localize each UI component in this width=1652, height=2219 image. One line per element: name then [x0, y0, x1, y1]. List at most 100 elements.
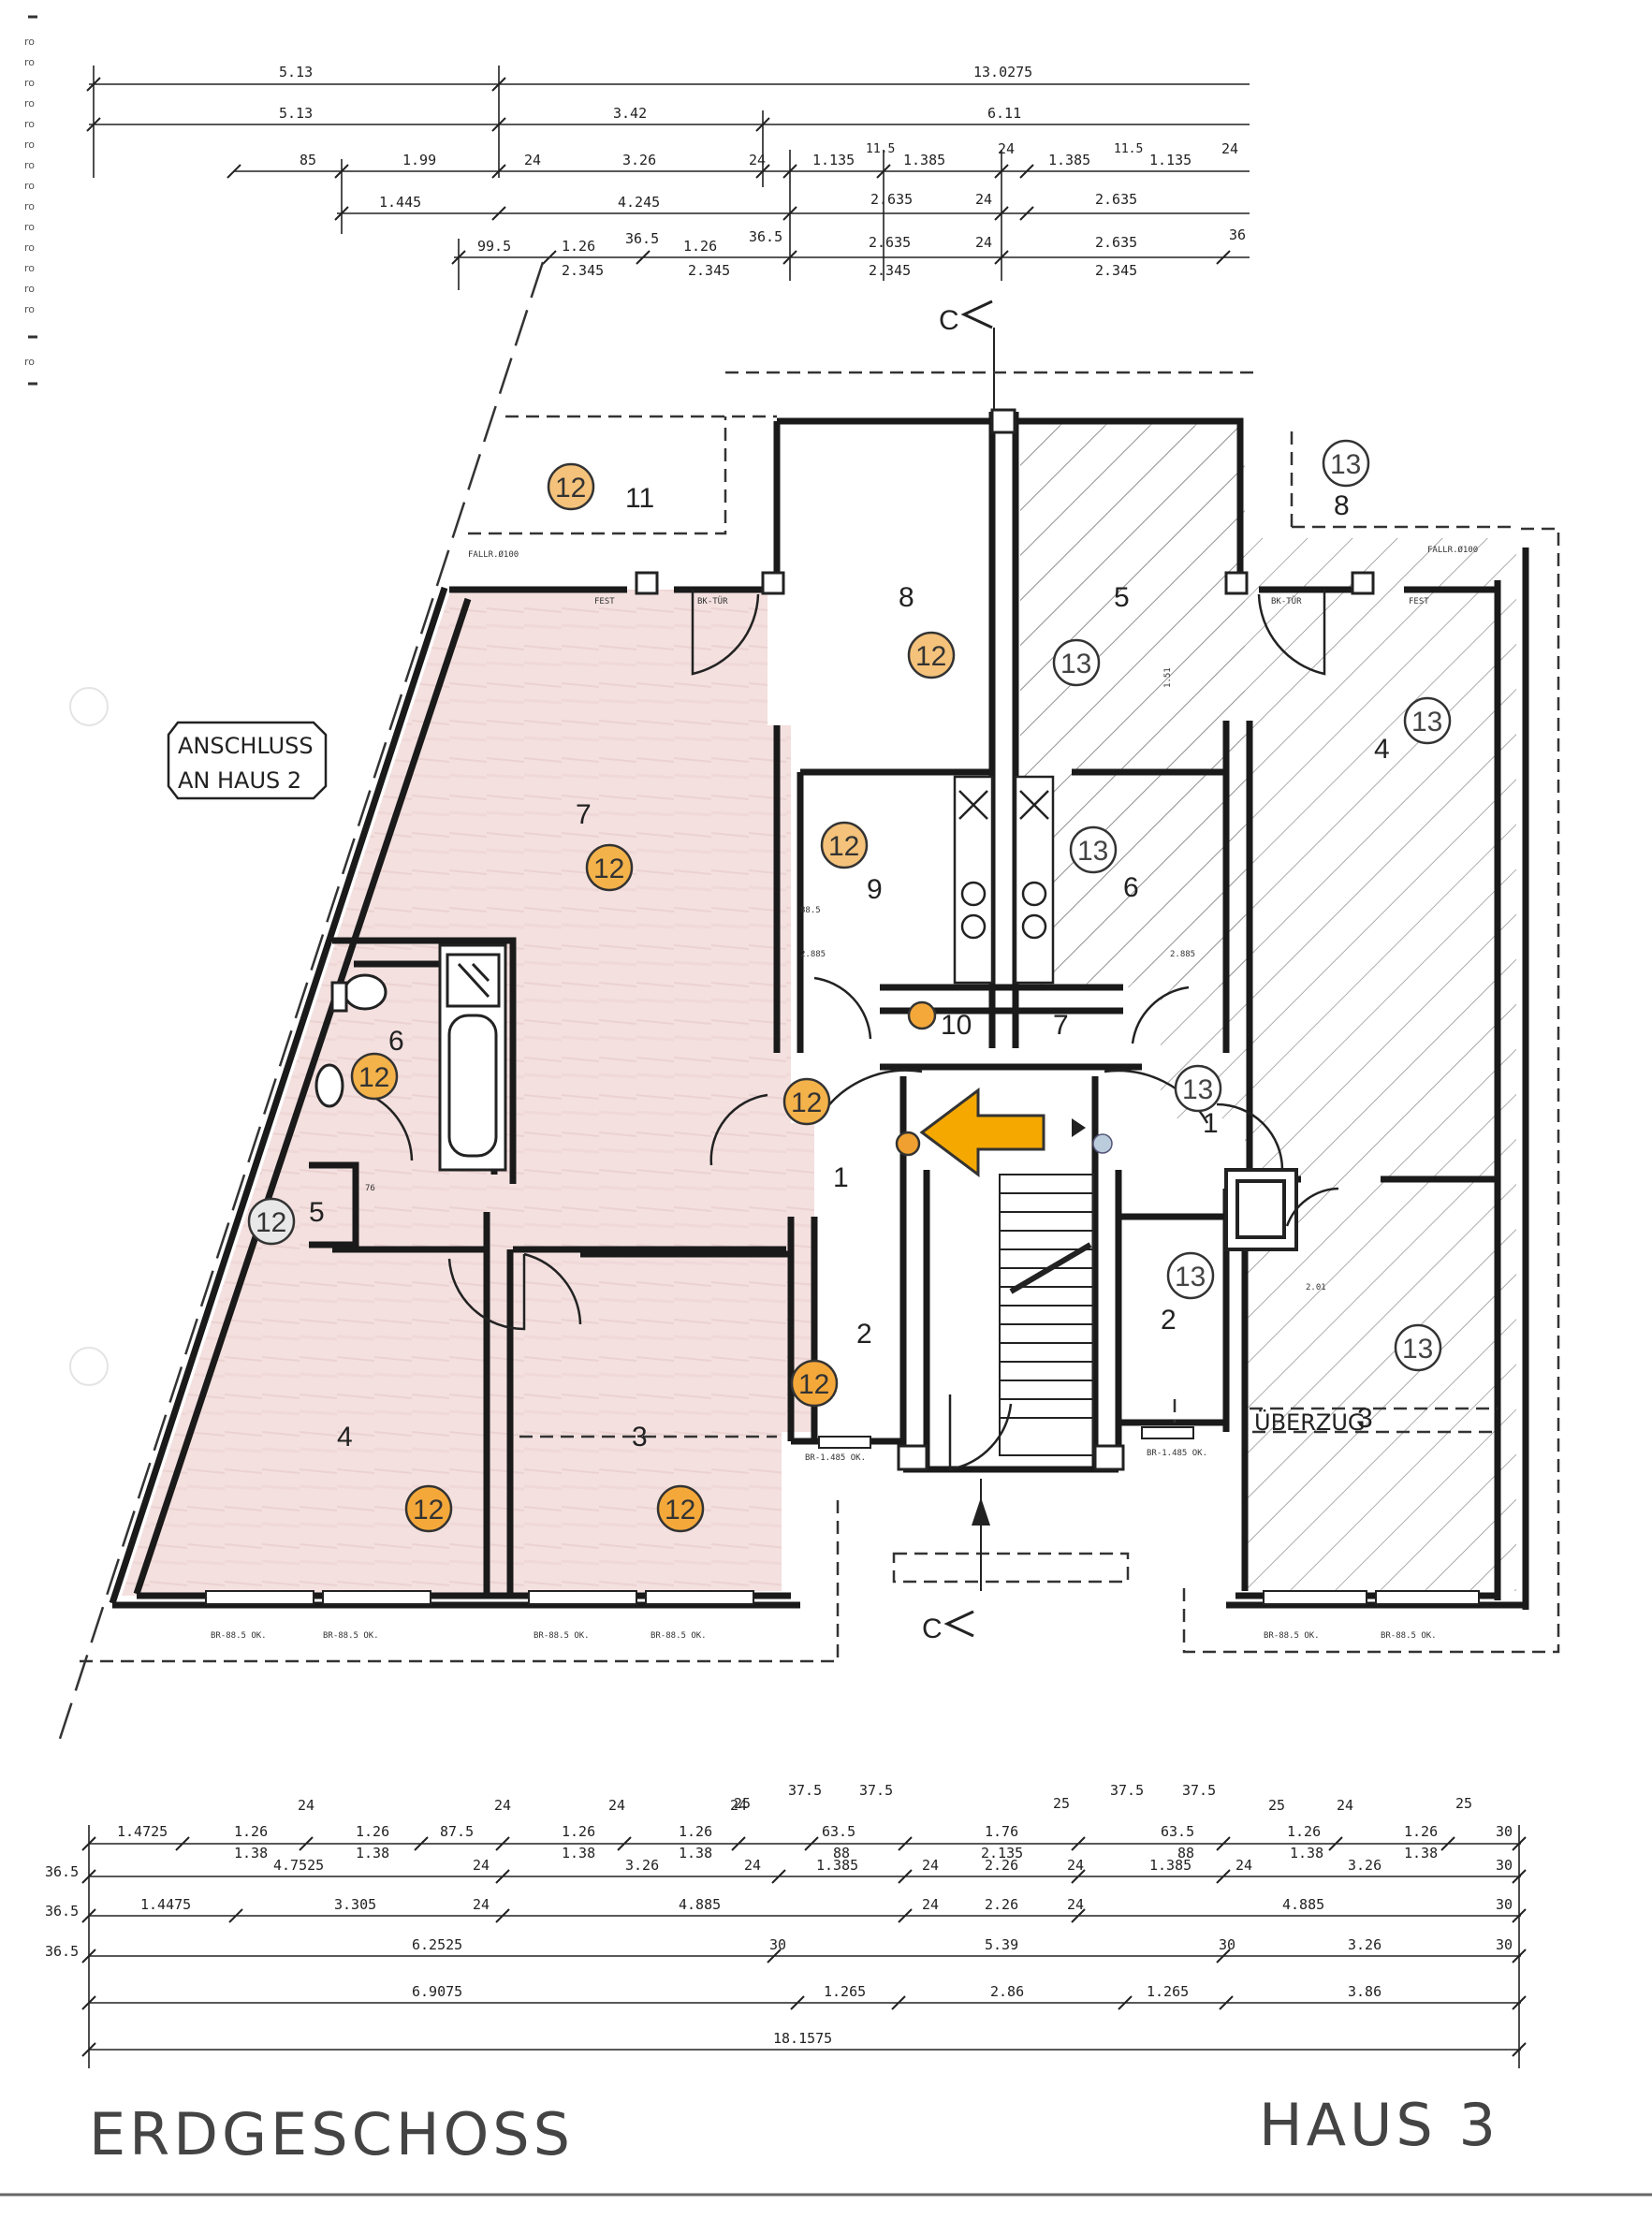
dim-text: 24: [922, 1896, 939, 1913]
dim-text: 24: [975, 191, 992, 208]
svg-text:ro: ro: [24, 241, 35, 254]
room-number: 9: [867, 874, 883, 905]
dim-text: 11.5: [1114, 142, 1143, 156]
dim-text: 37.5: [788, 1782, 822, 1799]
dim-text: 3.26: [1348, 1936, 1382, 1953]
dim-text: 24: [1235, 1857, 1252, 1874]
windows: [205, 1426, 1480, 1605]
dim-text: 63.5: [822, 1823, 855, 1840]
bottom-dimension-ticks: [81, 1836, 1527, 2057]
play-triangle-icon: [1072, 1118, 1086, 1137]
balkon-door-label: BK-TÜR: [697, 596, 728, 606]
top-dimension-texts: 5.13 13.0275 5.13 3.42 6.11 85 1.99 24 3…: [279, 64, 1246, 279]
unit-number: 12: [256, 1207, 286, 1238]
dim-text: 3.305: [334, 1896, 376, 1913]
annex-label-line1: ANSCHLUSS: [178, 733, 314, 759]
dim-text: 1.26: [234, 1823, 268, 1840]
dim-text: 13.0275: [973, 64, 1032, 80]
dim-text: 99.5: [477, 238, 511, 255]
door-size-label: 76: [365, 1184, 375, 1193]
dim-text: 1.26: [1404, 1823, 1438, 1840]
dim-text: 1.4725: [117, 1823, 168, 1840]
bottom-dimension-texts: 1.4725 24 1.26 1.26 87.5 24 24 1.26 24 1…: [45, 1782, 1513, 2047]
svg-text:ro: ro: [24, 56, 35, 68]
unit-number: 13: [1077, 836, 1108, 867]
dim-text: 5.13: [279, 105, 313, 122]
dim-text: 6.11: [987, 105, 1021, 122]
entry-arrow-icon: [972, 1497, 990, 1526]
dim-text: 24: [494, 1797, 511, 1814]
dim-text: 1.385: [1149, 1857, 1191, 1874]
dim-text: 3.26: [625, 1857, 659, 1874]
dim-text: 24: [1337, 1797, 1353, 1814]
door-swings: [369, 590, 1339, 1471]
unit-number: 13: [1402, 1334, 1433, 1365]
unit-13-hatch-top: [1020, 426, 1245, 987]
unit-13-marker-text: 13 13 13 13 13 13 13: [1060, 449, 1442, 1365]
section-arrow-bottom: [943, 1610, 974, 1638]
margin-marks: [28, 15, 37, 386]
window-label: BR-88.5 OK.: [211, 1631, 267, 1641]
dim-text: 1.26: [1287, 1823, 1321, 1840]
dim-text: 1.38: [562, 1845, 595, 1861]
unit-number: 12: [798, 1369, 829, 1400]
pillars: [635, 408, 1375, 1471]
svg-text:ro: ro: [24, 283, 35, 295]
dim-text: 2.345: [1095, 262, 1137, 279]
dim-text: 2.86: [990, 1983, 1024, 2000]
dim-text: 30: [1219, 1936, 1235, 1953]
door-size-label: 2.885: [1170, 950, 1195, 959]
svg-text:ro: ro: [24, 200, 35, 212]
dim-text: 36.5: [749, 228, 782, 245]
shaft-box: [1224, 1168, 1298, 1251]
dim-text: 1.26: [679, 1823, 712, 1840]
unit-number: 13: [1182, 1074, 1213, 1105]
dim-text: 1.38: [356, 1845, 389, 1861]
dim-text: 30: [1496, 1896, 1513, 1913]
svg-text:ro: ro: [24, 356, 35, 368]
dim-text: 2.635: [869, 234, 911, 251]
dim-text: 1.445: [379, 194, 421, 211]
dim-text: 30: [1496, 1936, 1513, 1953]
unit-number: 12: [828, 831, 859, 862]
dim-text: 2.635: [870, 191, 913, 208]
fallrohr-label: FALLR.Ø100: [1427, 545, 1478, 555]
unit-number: 12: [555, 473, 586, 504]
room-number: 5: [1114, 582, 1130, 613]
dim-text: 2.345: [869, 262, 911, 279]
unit-number: 12: [665, 1495, 695, 1526]
dim-text: 87.5: [440, 1823, 474, 1840]
dim-text: 24: [608, 1797, 625, 1814]
dim-text: 1.135: [812, 152, 855, 168]
dim-text: 24: [298, 1797, 314, 1814]
dim-text: 2.26: [985, 1896, 1018, 1913]
room-number: 3: [632, 1422, 648, 1453]
bottom-dimension-lines: [88, 1825, 1521, 2068]
dashed-outlines: [80, 371, 1560, 1663]
room-number: 8: [899, 582, 914, 613]
svg-text:ro: ro: [24, 118, 35, 130]
room-number: 4: [337, 1422, 353, 1453]
dim-text: 1.26: [562, 1823, 595, 1840]
room-numbers-left: 11 8 7 9 10 6 5 1 2 4 3: [309, 483, 972, 1453]
dim-text: 4.885: [679, 1896, 721, 1913]
dim-text: 63.5: [1161, 1823, 1194, 1840]
top-dimension-ticks: [86, 77, 1231, 265]
dim-text: 1.38: [234, 1845, 268, 1861]
dim-text: 1.385: [903, 152, 945, 168]
unit-number: 12: [413, 1495, 444, 1526]
unit-number: 12: [593, 854, 624, 884]
dim-text: 37.5: [1182, 1782, 1216, 1799]
dim-text: 24: [1067, 1896, 1084, 1913]
dim-text: 37.5: [859, 1782, 893, 1799]
dim-text: 1.26: [356, 1823, 389, 1840]
fest-label: FEST: [594, 597, 615, 606]
dim-text: 18.1575: [773, 2030, 832, 2047]
room-number: 1: [833, 1162, 849, 1193]
svg-text:ro: ro: [24, 77, 35, 89]
balkon-door-label: BK-TÜR: [1271, 596, 1302, 606]
dim-text: 88: [1177, 1845, 1194, 1861]
room-number: 8: [1334, 490, 1350, 521]
